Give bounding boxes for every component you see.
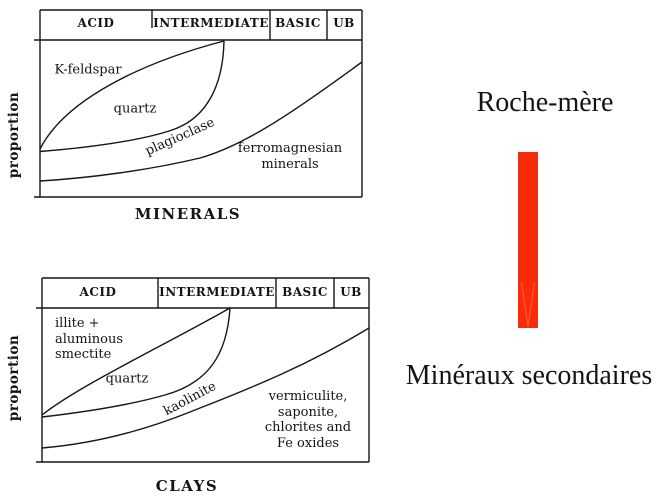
- down-arrow-shaft-outline: [520, 153, 536, 282]
- minerals-header-basic: BASIC: [275, 16, 321, 30]
- kfeldspar-quartz-boundary-curve: [39, 40, 225, 150]
- region-label-ferromagnesian: ferromagnesian minerals: [238, 141, 342, 172]
- clays-chart-frame: [36, 277, 370, 463]
- clays-header-intermediate: INTERMEDIATE: [159, 285, 275, 299]
- illite-quartz-boundary-curve: [41, 307, 231, 416]
- clays-header-basic: BASIC: [282, 285, 328, 299]
- minerals-chart-frame: [34, 9, 363, 198]
- kaolinite-vermiculite-boundary-curve: [41, 327, 370, 449]
- quartz-plagioclase-boundary-curve: [39, 40, 225, 153]
- region-label-vermiculite-group: vermiculite, saponite, chlorites and Fe …: [265, 389, 351, 451]
- region-label-vermiculite-line4: Fe oxides: [276, 435, 340, 451]
- quartz-kaolinite-boundary-curve: [41, 307, 231, 418]
- clays-chart-caption: CLAYS: [155, 477, 219, 495]
- down-arrow-head-outline: [520, 281, 536, 327]
- clays-chart-curves: [41, 307, 370, 449]
- region-label-illite-line1: illite +: [55, 316, 100, 331]
- down-arrow-body: [518, 152, 538, 328]
- region-label-k-feldspar: K-feldspar: [54, 62, 122, 78]
- region-label-illite-line3: smectite: [55, 347, 112, 362]
- region-label-ferromagnesian-line1: ferromagnesian: [237, 141, 343, 156]
- region-label-vermiculite-line3: chlorites and: [264, 420, 352, 435]
- clays-header-acid: ACID: [79, 285, 117, 299]
- parent-rock-label: Roche-mère: [476, 87, 614, 118]
- minerals-header-intermediate: INTERMEDIATE: [153, 16, 269, 30]
- minerals-y-axis-label: proportion: [6, 91, 22, 179]
- region-label-illite-smectite: illite + aluminous smectite: [55, 316, 123, 363]
- minerals-header-ub: UB: [333, 16, 355, 30]
- region-label-vermiculite-line1: vermiculite,: [268, 389, 348, 404]
- minerals-chart-caption: MINERALS: [134, 205, 242, 223]
- minerals-chart-curves: [39, 40, 363, 182]
- down-arrow: [518, 152, 538, 328]
- plagioclase-ferromagnesian-boundary-curve: [39, 61, 363, 182]
- region-label-illite-line2: aluminous: [55, 331, 124, 347]
- clays-y-axis-label: proportion: [6, 334, 22, 422]
- region-label-quartz: quartz: [113, 101, 157, 117]
- region-label-ferromagnesian-line2: minerals: [261, 156, 319, 172]
- minerals-header-acid: ACID: [77, 16, 115, 30]
- region-label-vermiculite-line2: saponite,: [277, 404, 339, 420]
- region-label-clays-quartz: quartz: [105, 371, 149, 387]
- clays-header-ub: UB: [340, 285, 362, 299]
- secondary-minerals-label: Minéraux secondaires: [405, 360, 653, 391]
